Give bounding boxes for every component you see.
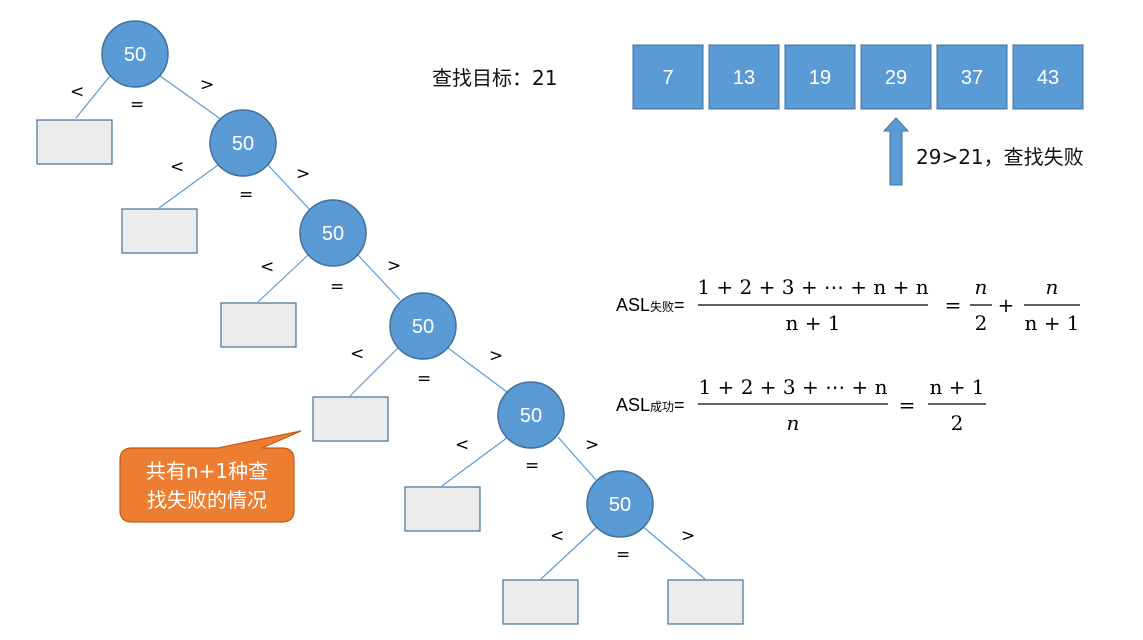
sorted-array: 7 13 19 29 37 43 xyxy=(632,44,1084,110)
success-denominator: n xyxy=(787,411,800,435)
array-value: 19 xyxy=(809,67,831,89)
eq-label: = xyxy=(330,277,344,297)
leaf-box xyxy=(121,208,198,254)
edge xyxy=(641,525,706,580)
gt-label: > xyxy=(200,75,214,95)
array-cell: 29 xyxy=(860,44,932,110)
leaf-box xyxy=(404,486,481,532)
fail-term1-denominator: 2 xyxy=(975,311,988,335)
leaf-box xyxy=(502,579,579,625)
fail-term2-numerator: n xyxy=(1046,275,1059,299)
array-value: 29 xyxy=(885,67,907,89)
node-label: 50 xyxy=(322,223,344,245)
lt-label: < xyxy=(170,157,184,177)
search-target-label: 查找目标：21 xyxy=(432,66,557,90)
leaf-box xyxy=(667,579,744,625)
eq-label: = xyxy=(525,456,539,476)
asl-fail-label: ASL失败= xyxy=(616,295,685,315)
array-cell: 37 xyxy=(936,44,1008,110)
tree-node: 50 xyxy=(299,199,367,267)
leaf-box xyxy=(36,119,113,165)
tree-node: 50 xyxy=(586,470,654,538)
array-cell: 19 xyxy=(784,44,856,110)
tree-node: 50 xyxy=(209,109,277,177)
tree-node: 50 xyxy=(101,20,169,88)
node-label: 50 xyxy=(520,405,542,427)
array-value: 37 xyxy=(961,67,983,89)
edge xyxy=(267,164,311,211)
lt-label: < xyxy=(260,257,274,277)
edge xyxy=(557,436,597,481)
edge xyxy=(75,75,111,119)
gt-label: > xyxy=(387,256,401,276)
node-label: 50 xyxy=(124,44,146,66)
edge xyxy=(158,164,219,209)
callout-line-2: 找失败的情况 xyxy=(147,488,267,512)
fail-numerator: 1 + 2 + 3 + ⋯ + n + n xyxy=(697,275,928,299)
success-result-denominator: 2 xyxy=(951,411,964,435)
array-cell: 13 xyxy=(708,44,780,110)
edge xyxy=(159,75,223,121)
array-value: 43 xyxy=(1037,67,1059,89)
edge xyxy=(357,254,401,301)
failure-leaves xyxy=(36,119,744,625)
edge xyxy=(447,347,508,393)
lt-label: < xyxy=(70,82,84,102)
array-cell: 7 xyxy=(632,44,704,110)
fail-equals: = xyxy=(945,293,962,317)
tree-node: 50 xyxy=(389,292,457,360)
edge xyxy=(441,436,509,487)
eq-label: = xyxy=(130,95,144,115)
callout-line-1: 共有n+1种查 xyxy=(146,459,268,483)
lt-label: < xyxy=(455,435,469,455)
node-label: 50 xyxy=(609,494,631,516)
gt-label: > xyxy=(296,164,310,184)
node-label: 50 xyxy=(232,133,254,155)
eq-label: = xyxy=(417,369,431,389)
lt-label: < xyxy=(550,526,564,546)
leaf-box xyxy=(312,396,389,442)
formula-asl-fail: ASL失败= 1 + 2 + 3 + ⋯ + n + n n + 1 = n 2… xyxy=(616,275,1080,335)
gt-label: > xyxy=(681,526,695,546)
comparison-labels: < = > < = > < = > < = > < = > < = > xyxy=(70,75,695,565)
tree-node: 50 xyxy=(497,381,565,449)
fail-term2-denominator: n + 1 xyxy=(1024,311,1079,335)
search-fail-note: 29>21，查找失败 xyxy=(916,145,1084,169)
success-numerator: 1 + 2 + 3 + ⋯ + n xyxy=(699,375,888,399)
up-arrow-icon xyxy=(882,117,910,186)
success-equals: = xyxy=(899,393,916,417)
fail-denominator: n + 1 xyxy=(785,311,840,335)
fail-plus: + xyxy=(998,293,1015,317)
success-result-numerator: n + 1 xyxy=(929,375,984,399)
tree-edges xyxy=(75,75,706,580)
formula-asl-success: ASL成功= 1 + 2 + 3 + ⋯ + n n = n + 1 2 xyxy=(616,375,986,435)
node-label: 50 xyxy=(412,316,434,338)
gt-label: > xyxy=(585,435,599,455)
array-value: 7 xyxy=(662,67,673,89)
eq-label: = xyxy=(616,545,630,565)
array-value: 13 xyxy=(733,67,755,89)
gt-label: > xyxy=(489,346,503,366)
edge xyxy=(257,254,309,303)
callout-bubble: 共有n+1种查 找失败的情况 xyxy=(119,430,302,523)
array-cell: 43 xyxy=(1012,44,1084,110)
edge xyxy=(540,525,599,580)
eq-label: = xyxy=(239,185,253,205)
edge xyxy=(349,347,399,397)
fail-term1-numerator: n xyxy=(975,275,988,299)
asl-success-label: ASL成功= xyxy=(616,395,685,415)
tree-nodes: 50 50 50 50 50 50 xyxy=(101,20,654,538)
leaf-box xyxy=(220,302,297,348)
lt-label: < xyxy=(350,344,364,364)
